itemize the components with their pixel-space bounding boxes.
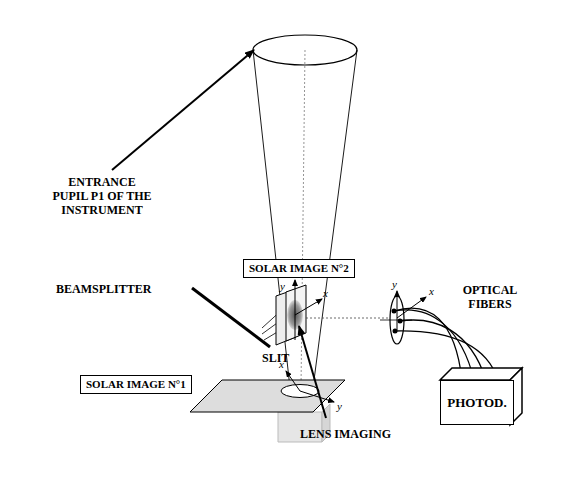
photodetector-box: PHOTOD. xyxy=(440,380,514,425)
beamsplitter-plate xyxy=(192,288,270,347)
axis-label: x xyxy=(429,285,434,298)
axis-arrow xyxy=(295,280,296,340)
leader-arrow xyxy=(299,326,326,418)
axis-arrow xyxy=(286,371,300,391)
optical-axis xyxy=(306,318,390,319)
axis-arrow xyxy=(295,299,322,315)
axis-arrow xyxy=(300,391,334,402)
slit-plane xyxy=(286,285,306,341)
caption-box: SOLAR IMAGE N°1 xyxy=(80,375,192,394)
axis-label: y xyxy=(337,400,342,413)
leader-arrow xyxy=(112,50,254,170)
slit-label: SLIT xyxy=(262,352,289,366)
box-text: SOLAR IMAGE N°2 xyxy=(249,262,349,274)
beamsplitter-label: BEAMSPLITTER xyxy=(56,283,151,297)
axis-label: x xyxy=(279,358,284,371)
box-text: SOLAR IMAGE N°1 xyxy=(86,378,186,390)
fiber-end xyxy=(393,329,398,334)
axis-label: x xyxy=(323,287,328,300)
photodetector-top xyxy=(440,368,522,380)
fiber-end xyxy=(392,309,397,314)
box-text: PHOTOD. xyxy=(447,395,506,411)
fiber-label: OPTICAL FIBERS xyxy=(455,284,525,312)
fiber-end xyxy=(398,319,403,324)
axis-label: y xyxy=(392,278,397,291)
lens-imaging-label: LENS IMAGING xyxy=(300,428,391,442)
axis-label: y xyxy=(280,280,285,293)
cone-edge xyxy=(313,50,357,388)
focal-plate xyxy=(190,380,345,412)
pupil-label: ENTRANCE PUPIL P1 OF THE INSTRUMENT xyxy=(50,176,154,217)
caption-box: SOLAR IMAGE N°2 xyxy=(243,259,355,278)
